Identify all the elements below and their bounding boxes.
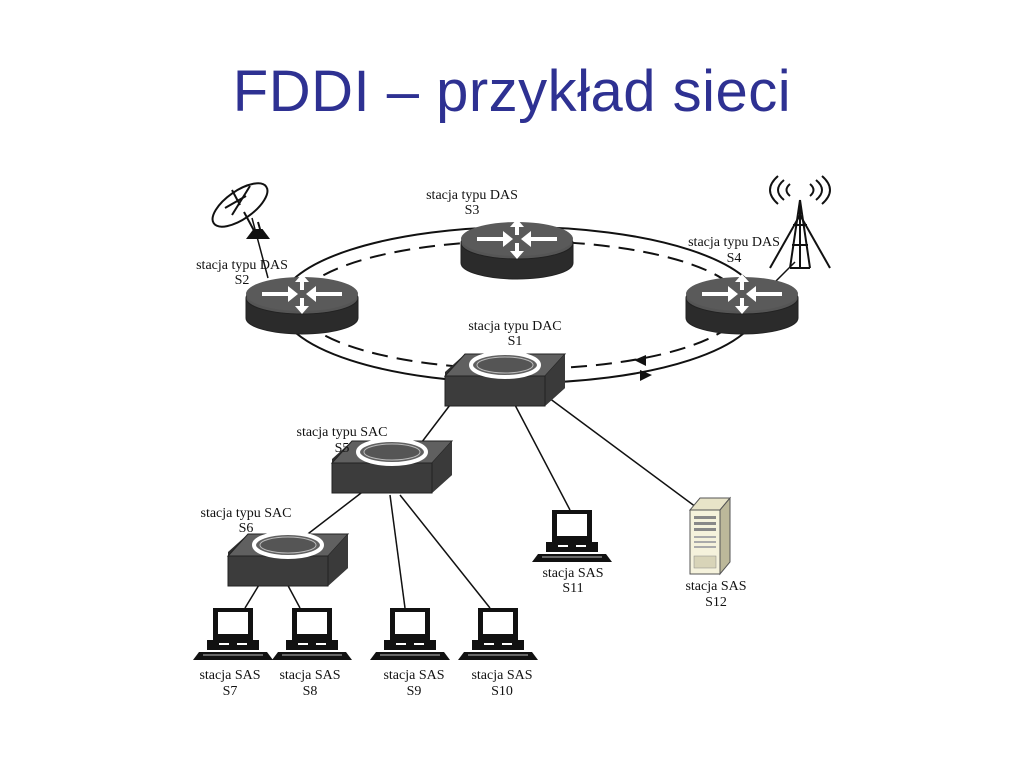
label-s10-id: S10 — [491, 684, 513, 699]
server-icon-s12 — [688, 496, 732, 576]
workstation-icon-s9 — [370, 608, 450, 660]
workstation-icon-s8 — [272, 608, 352, 660]
label-s5-id: S5 — [335, 441, 350, 456]
label-s4-type: stacja typu DAS — [688, 235, 780, 250]
radio-tower-icon — [769, 175, 831, 269]
workstation-icon-s11 — [532, 510, 612, 562]
label-s7-type: stacja SAS — [199, 668, 260, 683]
slide-title: FDDI – przykład sieci — [232, 59, 792, 124]
label-s7-id: S7 — [223, 684, 238, 699]
label-s1-id: S1 — [508, 334, 523, 349]
label-s1-type: stacja typu DAC — [468, 319, 561, 334]
label-s11-type: stacja SAS — [542, 566, 603, 581]
router-icon-s3 — [460, 218, 574, 280]
ring-arrow-primary — [640, 370, 652, 381]
workstation-icon-s10 — [458, 608, 538, 660]
label-s8-id: S8 — [303, 684, 318, 699]
label-s2-id: S2 — [235, 273, 250, 288]
router-icon-s2 — [245, 273, 359, 335]
concentrator-icon-s1 — [443, 351, 567, 408]
label-s3-id: S3 — [465, 203, 480, 218]
label-s2-type: stacja typu DAS — [196, 258, 288, 273]
label-s9-type: stacja SAS — [383, 668, 444, 683]
label-s6-type: stacja typu SAC — [201, 506, 292, 521]
label-s10-type: stacja SAS — [471, 668, 532, 683]
router-icon-s4 — [685, 273, 799, 335]
label-s3-type: stacja typu DAS — [426, 188, 518, 203]
label-s11-id: S11 — [562, 581, 583, 596]
label-s12-id: S12 — [705, 595, 727, 610]
label-s12-type: stacja SAS — [685, 579, 746, 594]
label-s4-id: S4 — [727, 251, 742, 266]
label-s5-type: stacja typu SAC — [297, 425, 388, 440]
satellite-dish-icon — [211, 182, 270, 239]
concentrator-icon-s6 — [226, 531, 350, 588]
label-s9-id: S9 — [407, 684, 422, 699]
concentrator-icon-s5 — [330, 438, 454, 495]
label-s6-id: S6 — [239, 521, 254, 536]
label-s8-type: stacja SAS — [279, 668, 340, 683]
ring-arrow-secondary — [634, 355, 646, 366]
workstation-icon-s7 — [193, 608, 273, 660]
